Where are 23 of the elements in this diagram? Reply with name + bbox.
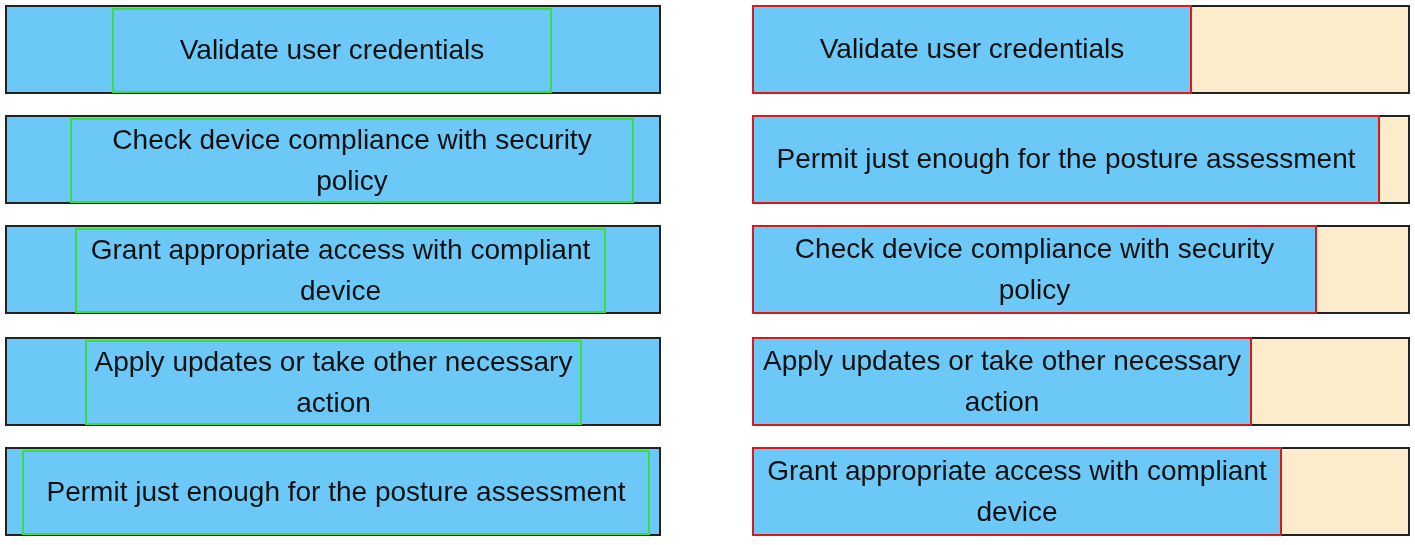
answer-slot <box>5 5 661 94</box>
step-text: Check device compliance with security policy <box>793 231 1276 307</box>
answer-box <box>75 228 606 313</box>
step-text: Apply updates or take other necessary action <box>93 344 574 420</box>
step-text: Apply updates or take other necessary action <box>762 343 1242 419</box>
step-text: Grant appropriate access with compliant device <box>89 232 592 308</box>
answer-slot <box>752 447 1410 536</box>
answer-slot <box>5 337 661 426</box>
answer-box <box>70 118 634 203</box>
answer-box <box>752 337 1252 426</box>
answer-slot <box>5 225 661 314</box>
step-text: Check device compliance with security policy <box>111 122 593 198</box>
step-text: Permit just enough for the posture assessment <box>775 142 1357 177</box>
answer-slot <box>752 5 1410 94</box>
answer-slot <box>752 337 1410 426</box>
step-text: Validate user credentials <box>178 33 486 68</box>
answer-box <box>112 8 552 93</box>
step-text: Validate user credentials <box>818 32 1126 67</box>
answer-box <box>752 5 1192 94</box>
answer-box <box>752 447 1282 536</box>
step-text: Permit just enough for the posture assessment <box>45 475 627 510</box>
answer-slot <box>5 115 661 204</box>
step-text: Grant appropriate access with compliant device <box>766 453 1268 529</box>
